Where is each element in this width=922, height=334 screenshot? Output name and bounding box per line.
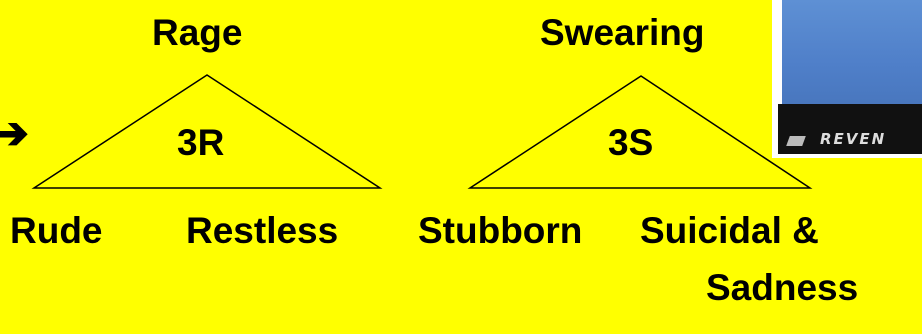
triangle-s-left-label: Stubborn (418, 212, 582, 249)
triangle-s-top-label: Swearing (540, 14, 705, 51)
triangle-r-center-label: 3R (177, 124, 224, 161)
triangle-r-top-label: Rage (152, 14, 242, 51)
cartoon-caption: REVEN (820, 132, 886, 147)
cartoon-image: REVEN (772, 0, 922, 158)
triangle-r-left-label: Rude (10, 212, 103, 249)
triangle-r-right-label: Restless (186, 212, 338, 249)
triangle-s-right-label-line2: Sadness (706, 269, 858, 306)
cartoon-sky (782, 0, 922, 108)
triangle-s-right-label-line1: Suicidal & (640, 212, 819, 249)
triangle-s-center-label: 3S (608, 124, 653, 161)
